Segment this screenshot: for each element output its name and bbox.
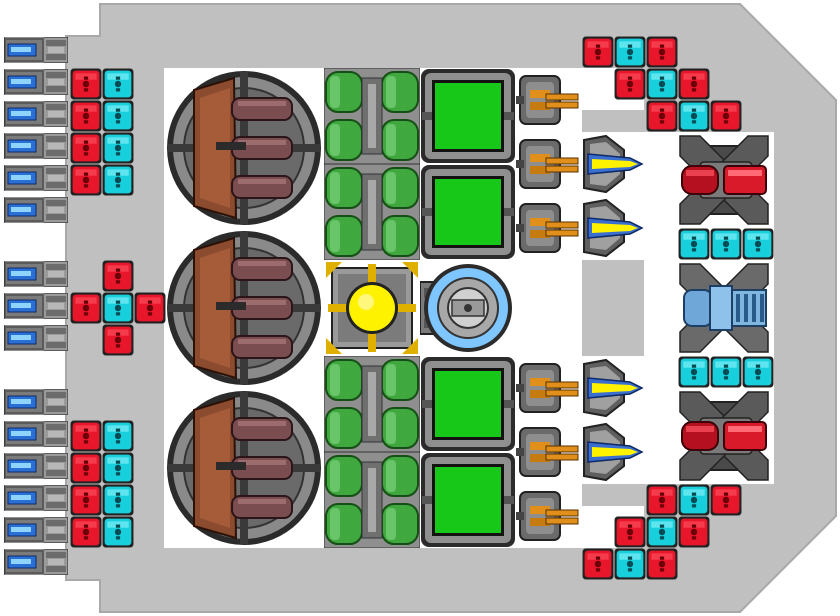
- cyan-armor-block-icon: [646, 516, 678, 548]
- red-armor-block-icon: [70, 132, 102, 164]
- cyan-armor-block-icon: [102, 420, 134, 452]
- cyan-armor-block-icon: [102, 68, 134, 100]
- cyan-armor-block-icon: [710, 228, 742, 260]
- red-armor-block-icon: [70, 484, 102, 516]
- cyan-armor-block-icon: [678, 228, 710, 260]
- red-armor-block-icon: [70, 292, 102, 324]
- cyan-armor-block-icon: [742, 356, 774, 388]
- red-armor-block-icon: [646, 36, 678, 68]
- reactor-core-icon: [325, 261, 419, 355]
- generator-icon: [421, 453, 515, 547]
- fuel-tank-icon: [324, 68, 420, 164]
- cyan-armor-block-icon: [102, 100, 134, 132]
- red-armor-block-icon: [710, 100, 742, 132]
- red-armor-block-icon: [646, 100, 678, 132]
- cyan-armor-block-icon: [102, 132, 134, 164]
- cyan-armor-block-icon: [742, 228, 774, 260]
- red-armor-block-icon: [102, 260, 134, 292]
- cyan-armor-block-icon: [614, 548, 646, 580]
- thruster-icon: [4, 389, 68, 415]
- thruster-icon: [4, 421, 68, 447]
- red-armor-block-icon: [614, 516, 646, 548]
- cyan-armor-block-icon: [102, 516, 134, 548]
- red-armor-block-icon: [582, 36, 614, 68]
- fuel-tank-icon: [324, 452, 420, 548]
- cyan-armor-block-icon: [614, 36, 646, 68]
- red-armor-block-icon: [70, 420, 102, 452]
- generator-icon: [421, 357, 515, 451]
- cyan-armor-block-icon: [678, 484, 710, 516]
- generator-icon: [421, 69, 515, 163]
- cyan-armor-block-icon: [646, 68, 678, 100]
- thruster-icon: [4, 101, 68, 127]
- cyan-armor-block-icon: [678, 356, 710, 388]
- cyan-armor-block-icon: [678, 100, 710, 132]
- generator-icon: [421, 165, 515, 259]
- fuel-tank-icon: [324, 356, 420, 452]
- thruster-icon: [4, 325, 68, 351]
- red-armor-block-icon: [614, 68, 646, 100]
- red-armor-block-icon: [678, 516, 710, 548]
- missile-launcher-icon: [679, 135, 769, 225]
- red-armor-block-icon: [678, 68, 710, 100]
- thruster-icon: [4, 485, 68, 511]
- fuel-tank-icon: [324, 164, 420, 260]
- thruster-icon: [4, 549, 68, 575]
- thruster-icon: [4, 517, 68, 543]
- red-armor-block-icon: [102, 324, 134, 356]
- red-armor-block-icon: [646, 548, 678, 580]
- red-armor-block-icon: [70, 100, 102, 132]
- thruster-icon: [4, 165, 68, 191]
- thruster-icon: [4, 293, 68, 319]
- thruster-icon: [4, 197, 68, 223]
- cyan-armor-block-icon: [102, 484, 134, 516]
- heavy-cannon-icon: [166, 230, 322, 386]
- cyan-armor-block-icon: [102, 292, 134, 324]
- thruster-icon: [4, 69, 68, 95]
- cyan-armor-block-icon: [102, 164, 134, 196]
- thruster-icon: [4, 37, 68, 63]
- red-armor-block-icon: [70, 164, 102, 196]
- red-armor-block-icon: [710, 484, 742, 516]
- thruster-icon: [4, 133, 68, 159]
- red-armor-block-icon: [70, 452, 102, 484]
- red-armor-block-icon: [70, 516, 102, 548]
- cyan-armor-block-icon: [710, 356, 742, 388]
- red-armor-block-icon: [134, 292, 166, 324]
- red-armor-block-icon: [582, 548, 614, 580]
- missile-launcher-icon: [679, 391, 769, 481]
- thruster-icon: [4, 261, 68, 287]
- heavy-cannon-icon: [166, 70, 322, 226]
- red-armor-block-icon: [646, 484, 678, 516]
- heavy-cannon-icon: [166, 390, 322, 546]
- red-armor-block-icon: [70, 68, 102, 100]
- cyan-armor-block-icon: [102, 452, 134, 484]
- thruster-icon: [4, 453, 68, 479]
